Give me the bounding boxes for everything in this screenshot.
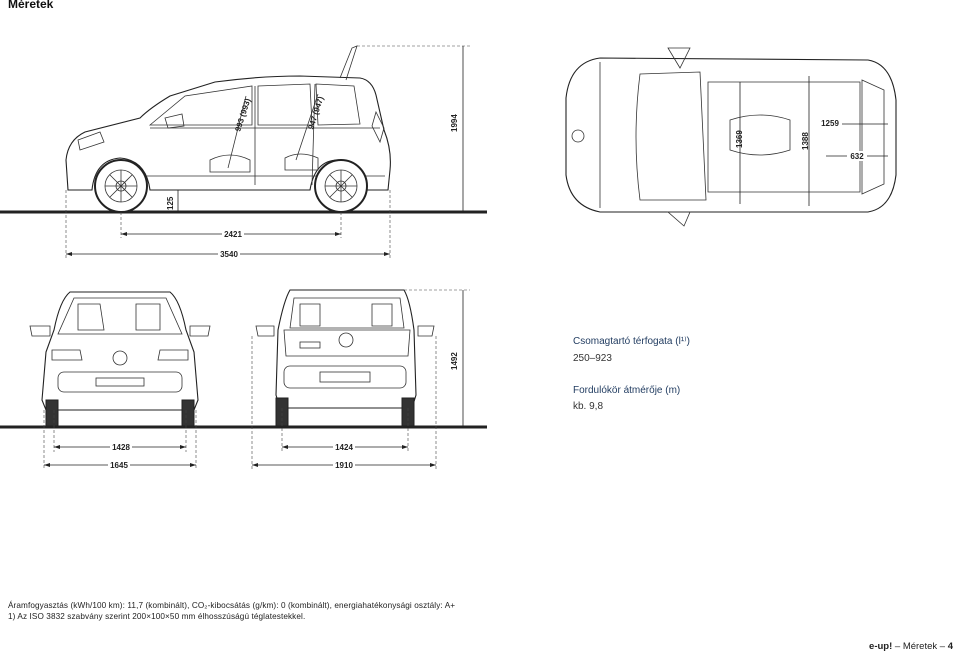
dim-rear-track: 1424 bbox=[335, 443, 353, 452]
dim-length: 3540 bbox=[220, 250, 238, 259]
dim-front-track: 1428 bbox=[112, 443, 130, 452]
front-windscreen bbox=[57, 297, 183, 335]
dim-top-1388: 1388 bbox=[801, 132, 810, 150]
page-footer: e-up! – Méretek – 4 bbox=[869, 641, 953, 652]
brand-name: e-up! bbox=[869, 641, 893, 652]
side-quarter-window bbox=[315, 83, 361, 126]
cargo-volume-label: Csomagtartó térfogata (l¹⁾) bbox=[573, 336, 690, 347]
footer-section: Méretek bbox=[902, 641, 938, 652]
rear-vw-logo bbox=[338, 332, 354, 348]
rear-left-mirror bbox=[255, 325, 275, 337]
side-view-drawing: 993 (993) 947 (947) 1994 125 2421 3540 bbox=[0, 45, 487, 259]
rear-window bbox=[289, 297, 405, 329]
turning-circle-label: Fordulókör átmérője (m) bbox=[573, 385, 681, 396]
front-view-drawing: 1428 1645 bbox=[0, 291, 487, 470]
side-front-window bbox=[148, 85, 253, 126]
dim-front-width: 1645 bbox=[110, 461, 128, 470]
top-left-mirror bbox=[667, 47, 691, 69]
rear-car-body bbox=[275, 289, 417, 409]
dim-ground-clearance: 125 bbox=[166, 196, 175, 210]
turning-circle-value: kb. 9,8 bbox=[573, 401, 604, 412]
front-vw-logo bbox=[112, 350, 128, 366]
side-rear-wheel bbox=[314, 159, 368, 213]
side-rear-window bbox=[257, 83, 313, 126]
side-taillight bbox=[371, 110, 385, 144]
side-front-wheel bbox=[94, 159, 148, 213]
top-right-mirror bbox=[666, 211, 691, 227]
rear-tailgate-panel bbox=[283, 329, 411, 357]
rear-bumper bbox=[283, 365, 407, 389]
top-car-body bbox=[565, 57, 897, 213]
dim-height-1994: 1994 bbox=[450, 114, 459, 132]
front-right-mirror bbox=[189, 325, 211, 337]
side-car-body bbox=[65, 75, 391, 191]
page-title: Méretek bbox=[8, 0, 54, 11]
consumption-note: Áramfogyasztás (kWh/100 km): 11,7 (kombi… bbox=[8, 601, 456, 610]
footer-dash: – bbox=[937, 641, 948, 652]
dim-height-1492: 1492 bbox=[450, 352, 459, 370]
dim-top-1369: 1369 bbox=[735, 130, 744, 148]
front-grille bbox=[57, 371, 183, 393]
dim-top-1259: 1259 bbox=[821, 119, 839, 128]
page-number: 4 bbox=[947, 641, 953, 652]
front-left-mirror bbox=[29, 325, 51, 337]
rear-view-drawing: 1424 1910 1492 bbox=[251, 289, 470, 470]
dim-width-mirrors: 1910 bbox=[335, 461, 353, 470]
footer-separator: – bbox=[892, 641, 903, 652]
top-windscreen bbox=[635, 71, 707, 201]
side-open-tailgate bbox=[339, 45, 358, 81]
cargo-volume-value: 250–923 bbox=[573, 353, 612, 364]
top-view-drawing: 1369 1388 1259 632 bbox=[565, 47, 897, 227]
dim-wheelbase: 2421 bbox=[224, 230, 242, 239]
rear-right-mirror bbox=[417, 325, 435, 337]
dim-top-632: 632 bbox=[850, 152, 864, 161]
side-headlight bbox=[77, 131, 105, 151]
footnote: 1) Az ISO 3832 szabvány szerint 200×100×… bbox=[8, 612, 306, 621]
